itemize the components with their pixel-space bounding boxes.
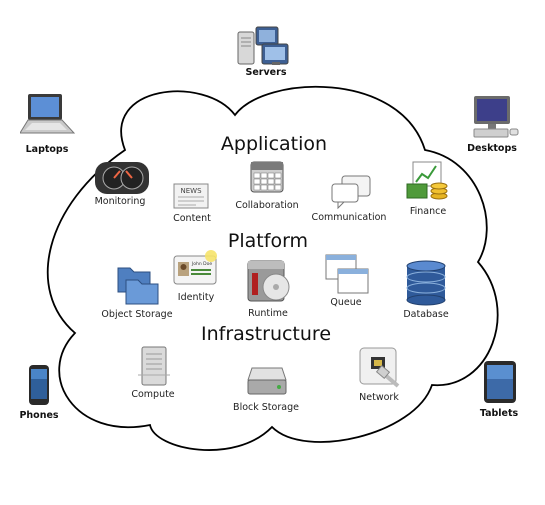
queue-label: Queue bbox=[330, 297, 362, 308]
svg-text:John Doe: John Doe bbox=[191, 261, 212, 267]
compute-server-icon bbox=[138, 346, 170, 386]
monitoring-label: Monitoring bbox=[94, 196, 146, 207]
chat-bubbles-icon bbox=[331, 175, 371, 210]
laptops-label: Laptops bbox=[25, 144, 69, 155]
hard-drive-icon bbox=[247, 367, 287, 395]
queue-icon bbox=[325, 254, 369, 294]
news-icon: NEWS bbox=[173, 183, 209, 209]
platform-title: Platform bbox=[227, 230, 309, 252]
laptop-icon bbox=[20, 94, 76, 134]
desktops-label: Desktops bbox=[467, 143, 517, 154]
servers-label: Servers bbox=[245, 67, 287, 78]
desktop-icon bbox=[473, 96, 519, 138]
phones-label: Phones bbox=[19, 410, 59, 421]
collaboration-label: Collaboration bbox=[235, 200, 299, 211]
communication-label: Communication bbox=[311, 212, 387, 223]
finance-icon bbox=[406, 161, 448, 200]
phone-icon bbox=[29, 365, 49, 405]
svg-text:NEWS: NEWS bbox=[180, 187, 202, 195]
compute-label: Compute bbox=[131, 389, 175, 400]
id-card-icon: John Doe bbox=[173, 250, 217, 285]
block-storage-label: Block Storage bbox=[233, 402, 299, 413]
network-label: Network bbox=[359, 392, 399, 403]
identity-label: Identity bbox=[177, 292, 215, 303]
tablet-icon bbox=[484, 361, 516, 403]
database-icon bbox=[406, 260, 446, 306]
object-storage-label: Object Storage bbox=[101, 309, 173, 320]
database-label: Database bbox=[403, 309, 449, 320]
application-title: Application bbox=[220, 133, 328, 155]
servers-icon bbox=[237, 26, 289, 65]
calendar-icon bbox=[250, 161, 284, 193]
infrastructure-title: Infrastructure bbox=[200, 323, 332, 345]
network-port-icon bbox=[359, 347, 400, 388]
finance-label: Finance bbox=[409, 206, 447, 217]
content-label: Content bbox=[173, 213, 211, 224]
runtime-label: Runtime bbox=[248, 308, 288, 319]
monitoring-gauge-icon bbox=[95, 162, 149, 194]
folders-icon bbox=[117, 267, 159, 305]
tablets-label: Tablets bbox=[479, 408, 519, 419]
runtime-icon bbox=[247, 260, 290, 302]
